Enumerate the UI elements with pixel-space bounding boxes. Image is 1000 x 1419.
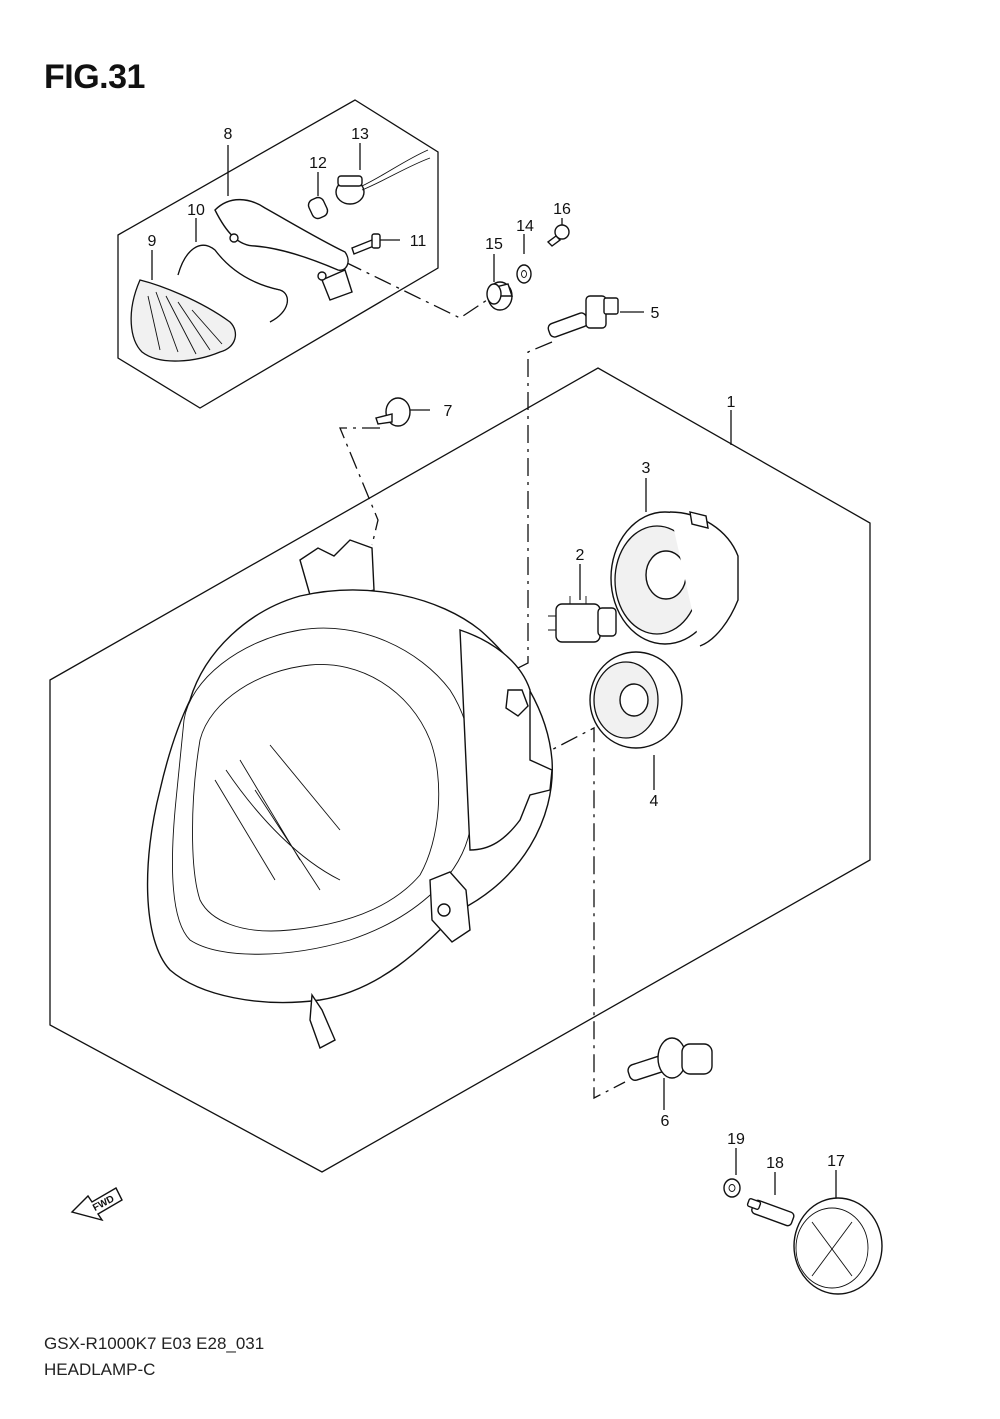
position-bulb-part-12[interactable]: [307, 196, 330, 221]
callout-11[interactable]: 11: [410, 233, 427, 250]
callout-10[interactable]: 10: [187, 202, 205, 219]
bulb-socket-part-2[interactable]: [548, 596, 617, 643]
diagram-name: HEADLAMP-C: [44, 1360, 156, 1379]
headlamp-bulb-part-6[interactable]: [627, 1037, 713, 1082]
forward-direction-arrow-icon: FWD: [70, 1187, 123, 1222]
callout-1[interactable]: 1: [727, 394, 736, 411]
screw-part-11[interactable]: [351, 233, 381, 255]
callout-12[interactable]: 12: [309, 155, 327, 172]
callout-2[interactable]: 2: [576, 547, 585, 564]
cap-part-17[interactable]: [793, 1197, 883, 1295]
adjuster-pin-part-18[interactable]: [746, 1198, 795, 1227]
callout-labels: 1 2 3 4 5 6 7 8 9 10 11 12 13 14 15 16 1…: [148, 126, 845, 1172]
screw-part-7[interactable]: [375, 397, 411, 427]
callout-9[interactable]: 9: [148, 233, 157, 250]
cushion-part-15[interactable]: [486, 281, 513, 311]
wire-harness-part-10[interactable]: [177, 244, 289, 323]
figure-title: FIG.31: [44, 58, 145, 96]
callout-19[interactable]: 19: [727, 1131, 745, 1148]
callout-8[interactable]: 8: [224, 126, 233, 143]
callout-6[interactable]: 6: [661, 1113, 670, 1130]
socket-cover-part-4[interactable]: [589, 651, 683, 749]
callout-15[interactable]: 15: [485, 236, 503, 253]
callout-17[interactable]: 17: [827, 1153, 845, 1170]
socket-cover-part-3[interactable]: [610, 511, 739, 647]
headlamp-assembly-frame-1: [49, 367, 871, 1173]
position-lamp-cover-part-9[interactable]: [130, 279, 237, 362]
model-code: GSX-R1000K7 E03 E28_031: [44, 1334, 265, 1353]
headlamp-bulb-part-5[interactable]: [547, 295, 619, 338]
headlamp-housing-part-1[interactable]: [146, 539, 553, 1049]
callout-16[interactable]: 16: [553, 201, 571, 218]
callout-5[interactable]: 5: [651, 305, 660, 322]
lamp-holder-bracket-part-8[interactable]: [214, 198, 353, 301]
callout-4[interactable]: 4: [650, 793, 659, 810]
callout-3[interactable]: 3: [642, 460, 651, 477]
callout-14[interactable]: 14: [516, 218, 534, 235]
callout-13[interactable]: 13: [351, 126, 369, 143]
callout-7[interactable]: 7: [444, 403, 453, 420]
callout-18[interactable]: 18: [766, 1155, 784, 1172]
subassembly-frame-8: [117, 99, 439, 409]
washer-part-14[interactable]: [516, 264, 532, 284]
leader-lines: [151, 143, 837, 1200]
screw-part-16[interactable]: [546, 224, 570, 247]
bulb-socket-part-13[interactable]: [335, 149, 431, 205]
washer-part-19[interactable]: [723, 1178, 741, 1198]
